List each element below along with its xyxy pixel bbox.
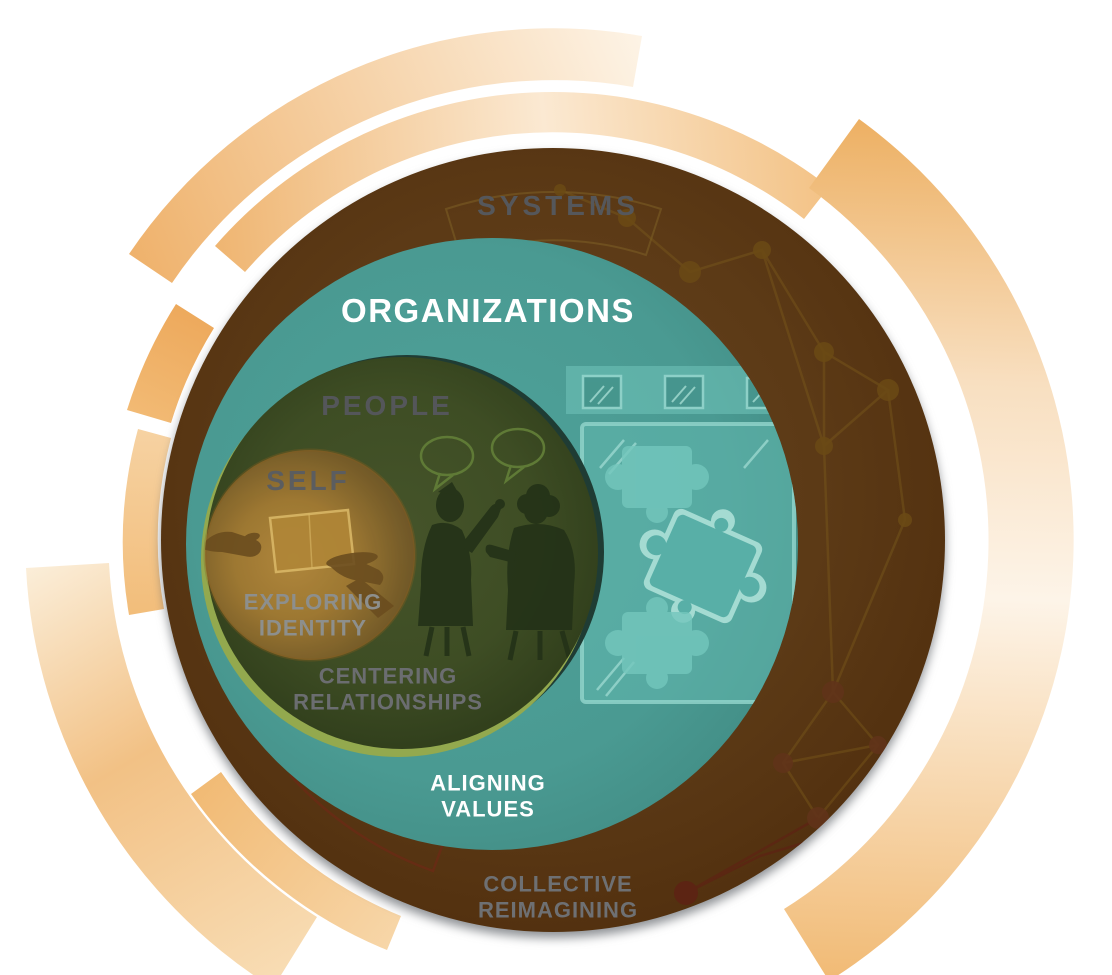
- collective-reimagining-line2: REIMAGINING: [477, 897, 639, 922]
- arc-bottom-left-outer: [26, 563, 317, 975]
- network-nodes-icon: [554, 184, 912, 905]
- systems-ring-decor: [289, 184, 912, 905]
- organizations-ring-label: ORGANIZATIONS: [341, 291, 635, 329]
- outer-accent-arcs: [26, 28, 1074, 975]
- arc-top-left-inner: [215, 91, 829, 273]
- network-red-node: [674, 881, 698, 905]
- systems-ring-label: SYSTEMS: [477, 189, 639, 221]
- people-ring-label: PEOPLE: [321, 389, 453, 421]
- aligning-values-line1: ALIGNING: [430, 770, 546, 796]
- collective-reimagining-label: COLLECTIVE REIMAGINING: [478, 871, 638, 922]
- arc-top-left-outer: [129, 28, 642, 284]
- organizations-ring-decor: [566, 366, 798, 704]
- centering-relationships-line2: RELATIONSHIPS: [293, 689, 483, 714]
- arc-left-short-dark: [127, 304, 214, 423]
- collective-reimagining-line1: COLLECTIVE: [483, 871, 633, 897]
- centering-relationships-line1: CENTERING: [318, 663, 458, 689]
- aligning-values-label: ALIGNING VALUES: [430, 770, 546, 821]
- puzzle-piece-bottom: [605, 597, 709, 689]
- self-ring-label: SELF: [266, 464, 350, 496]
- puzzle-piece-top: [605, 446, 709, 523]
- arc-right-large: [784, 119, 1074, 975]
- centering-relationships-label: CENTERING RELATIONSHIPS: [293, 663, 483, 714]
- two-people-conversation-icon: [418, 427, 575, 661]
- puzzle-piece-outlined: [639, 508, 767, 624]
- self-decor: [205, 508, 394, 618]
- arc-left-long: [122, 429, 171, 615]
- arc-bottom-left-inner: [191, 772, 401, 950]
- exploring-identity-label: EXPLORING IDENTITY: [244, 589, 383, 640]
- hands-holding-paper-icon: [205, 508, 394, 618]
- people-ring-decor: [418, 427, 575, 661]
- exploring-identity-line1: EXPLORING: [243, 589, 383, 615]
- exploring-identity-line2: IDENTITY: [258, 615, 368, 640]
- window-puzzle-icon: [566, 366, 798, 704]
- aligning-values-line2: VALUES: [441, 796, 535, 821]
